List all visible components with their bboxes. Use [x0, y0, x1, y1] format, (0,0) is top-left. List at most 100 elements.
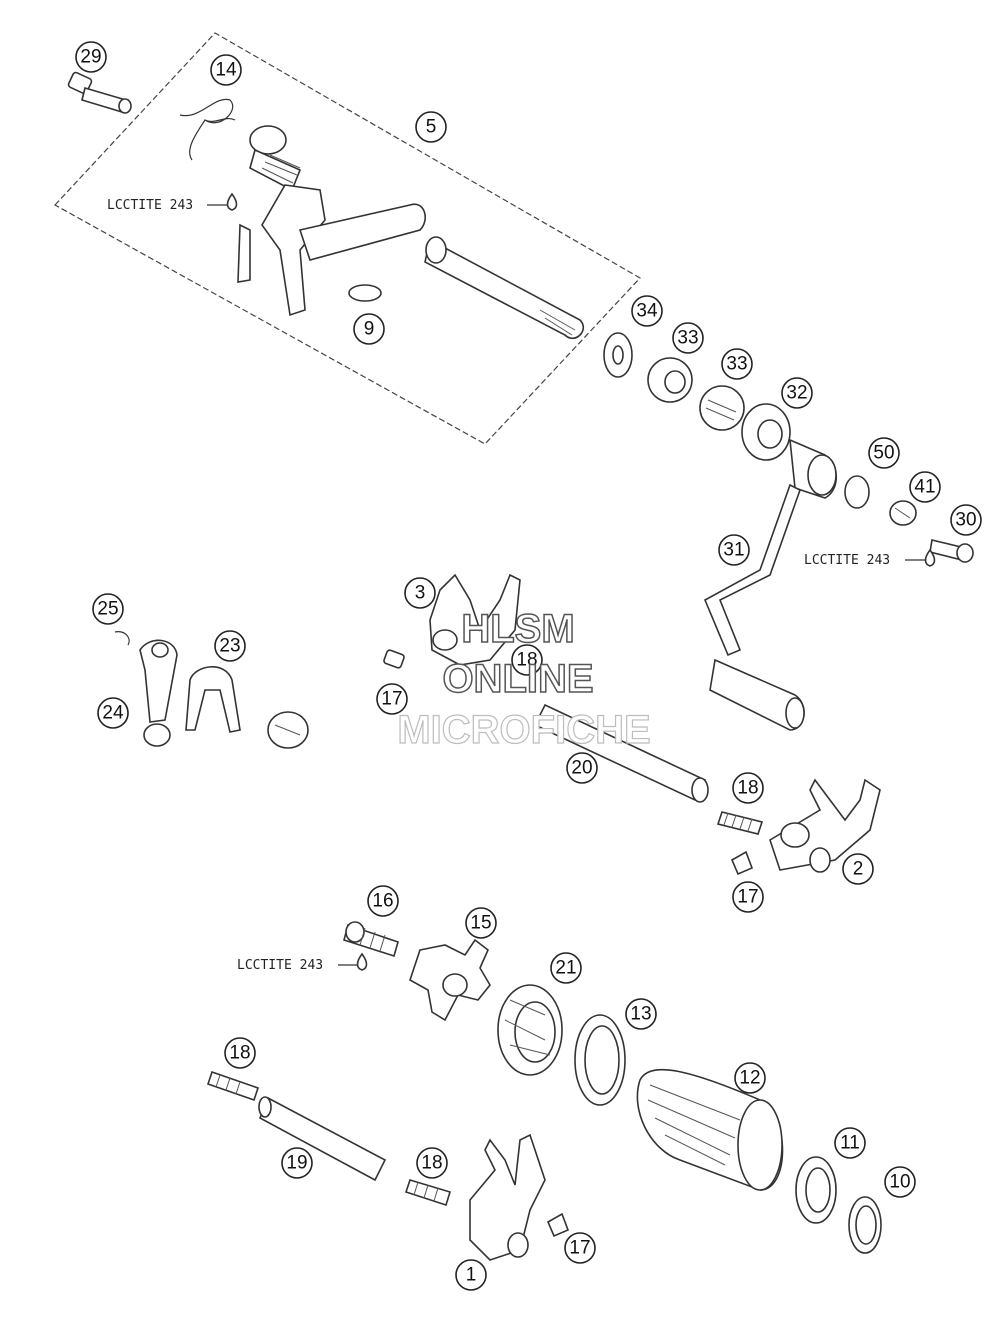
part-33-bushing-a	[647, 357, 693, 403]
svg-text:31: 31	[723, 540, 744, 561]
callout-24[interactable]: 24	[97, 697, 129, 729]
loctite-marker-right	[905, 548, 936, 567]
part-17-pin-b	[730, 850, 754, 876]
callout-34[interactable]: 34	[631, 295, 663, 327]
part-21-bearing	[497, 984, 563, 1076]
callout-11[interactable]: 11	[834, 1127, 866, 1159]
svg-text:17: 17	[737, 887, 758, 908]
svg-text:33: 33	[677, 328, 698, 349]
part-20-shaft	[533, 703, 709, 803]
part-33-bushing-b	[699, 385, 745, 431]
svg-text:33: 33	[726, 354, 747, 375]
callout-1[interactable]: 1	[455, 1259, 487, 1291]
part-16-bolt	[343, 921, 399, 958]
loctite-label-top: LCCTITE 243	[107, 198, 193, 213]
part-pin-left	[267, 711, 309, 749]
svg-text:11: 11	[840, 1133, 860, 1154]
part-13-ring	[574, 1014, 626, 1106]
part-25-clip	[114, 631, 130, 646]
part-32-ring	[741, 403, 791, 461]
callout-21[interactable]: 21	[550, 952, 582, 984]
svg-text:12: 12	[739, 1068, 760, 1089]
callout-20[interactable]: 20	[566, 752, 598, 784]
svg-text:18: 18	[421, 1153, 442, 1174]
part-24-arm	[139, 639, 178, 747]
loctite-marker-top	[207, 192, 238, 211]
callout-12[interactable]: 12	[734, 1062, 766, 1094]
part-41-nut	[889, 500, 917, 526]
part-50-washer	[844, 475, 870, 509]
part-18-spring-d	[404, 1179, 452, 1207]
svg-text:20: 20	[571, 758, 592, 779]
callout-17-a[interactable]: 17	[376, 683, 408, 715]
callout-18-b[interactable]: 18	[732, 772, 764, 804]
callout-13[interactable]: 13	[625, 998, 657, 1030]
part-29-bolt	[67, 71, 132, 114]
part-23-bracket	[185, 666, 241, 733]
callout-17-b[interactable]: 17	[732, 881, 764, 913]
svg-text:19: 19	[286, 1153, 307, 1174]
svg-text:21: 21	[555, 958, 576, 979]
svg-text:30: 30	[955, 510, 976, 531]
svg-text:29: 29	[80, 47, 101, 68]
part-19-shaft	[258, 1096, 387, 1182]
callout-18-d[interactable]: 18	[416, 1147, 448, 1179]
callout-50[interactable]: 50	[868, 437, 900, 469]
part-11-bearing	[795, 1156, 837, 1224]
callout-19[interactable]: 19	[281, 1147, 313, 1179]
watermark-line-1: HLSM	[461, 607, 574, 651]
callout-2[interactable]: 2	[842, 853, 874, 885]
svg-text:34: 34	[636, 301, 658, 322]
svg-text:15: 15	[470, 913, 491, 934]
callout-3[interactable]: 3	[404, 577, 436, 609]
svg-text:9: 9	[364, 319, 375, 340]
svg-text:18: 18	[229, 1043, 250, 1064]
part-34-washer	[603, 332, 633, 378]
svg-text:41: 41	[914, 477, 935, 498]
callout-10[interactable]: 10	[884, 1166, 916, 1198]
part-30-bolt	[929, 539, 974, 563]
part-18-spring-c	[206, 1070, 260, 1102]
loctite-label-right: LCCTITE 243	[804, 553, 890, 568]
callout-41[interactable]: 41	[909, 471, 941, 503]
callout-16[interactable]: 16	[367, 885, 399, 917]
callout-14[interactable]: 14	[210, 54, 242, 86]
callout-18-a[interactable]: 18	[511, 644, 543, 676]
callout-17-c[interactable]: 17	[564, 1232, 596, 1264]
callout-15[interactable]: 15	[465, 907, 497, 939]
part-17-pin-c	[546, 1212, 570, 1238]
svg-text:18: 18	[516, 650, 537, 671]
callout-30[interactable]: 30	[950, 504, 982, 536]
svg-text:25: 25	[97, 599, 118, 620]
assembly-5-outline	[54, 32, 641, 445]
callout-25[interactable]: 25	[92, 593, 124, 625]
callout-31[interactable]: 31	[718, 534, 750, 566]
part-15-star-cam	[409, 938, 491, 1022]
svg-text:1: 1	[466, 1265, 477, 1286]
svg-text:13: 13	[630, 1004, 651, 1025]
svg-text:23: 23	[219, 636, 240, 657]
callout-18-c[interactable]: 18	[224, 1037, 256, 1069]
callout-23[interactable]: 23	[214, 630, 246, 662]
svg-text:18: 18	[737, 778, 758, 799]
svg-text:17: 17	[381, 689, 402, 710]
svg-text:17: 17	[569, 1238, 590, 1259]
callout-33-a[interactable]: 33	[672, 322, 704, 354]
svg-text:10: 10	[889, 1172, 910, 1193]
svg-text:2: 2	[853, 859, 864, 880]
part-14-spring	[179, 98, 236, 161]
callout-29[interactable]: 29	[75, 41, 107, 73]
part-1-shift-fork	[469, 1133, 546, 1261]
svg-text:24: 24	[102, 703, 124, 724]
part-18-spring-b	[716, 811, 764, 835]
part-10-ring	[848, 1196, 882, 1254]
callout-33-b[interactable]: 33	[721, 348, 753, 380]
svg-text:16: 16	[372, 891, 393, 912]
callout-9[interactable]: 9	[353, 313, 385, 345]
callout-5[interactable]: 5	[415, 111, 447, 143]
part-3-shift-fork	[429, 573, 521, 666]
part-12-shift-drum	[636, 1068, 784, 1191]
callout-32[interactable]: 32	[781, 377, 813, 409]
part-5-shift-shaft	[237, 125, 585, 340]
